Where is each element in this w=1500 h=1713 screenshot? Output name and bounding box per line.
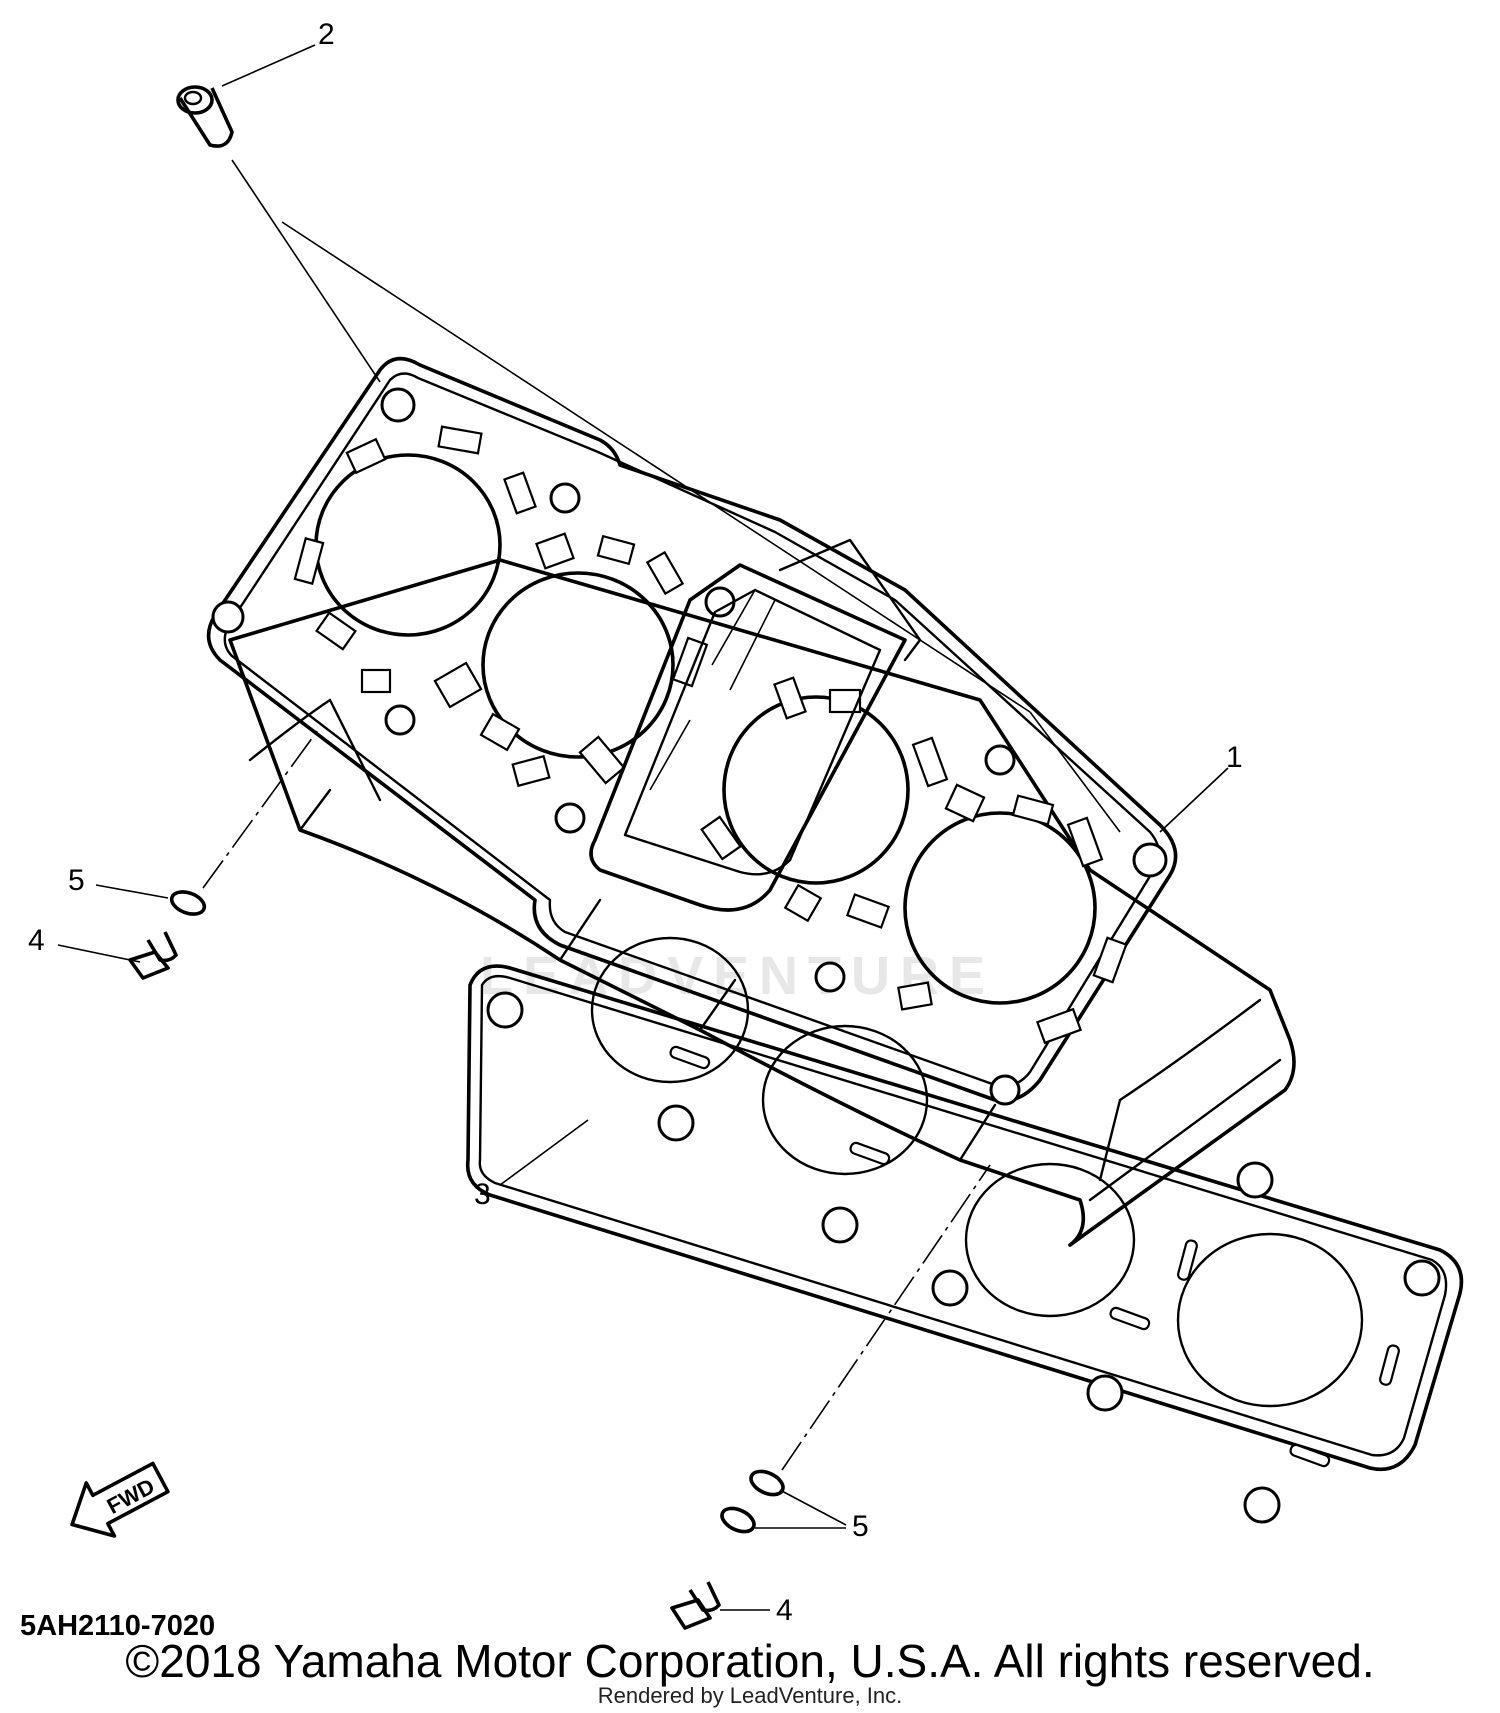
- callout-1: 1: [1226, 741, 1243, 774]
- document-code: 5AH2110-7020: [20, 1610, 216, 1642]
- rendered-by-credit: Rendered by LeadVenture, Inc.: [597, 1683, 903, 1708]
- leader-lines: [57, 44, 1229, 1611]
- gasket-bolt-holes: [486, 991, 1441, 1524]
- cylinder-block: [206, 356, 1296, 1247]
- copyright-notice: ©2018 Yamaha Motor Corporation, U.S.A. A…: [125, 1635, 1375, 1687]
- washers: [169, 890, 785, 1534]
- gasket-oil-slots: [669, 1045, 1400, 1468]
- bolts: [128, 931, 721, 1630]
- block-bolt-holes: [211, 387, 1168, 1106]
- callout-3: 3: [474, 1178, 491, 1211]
- cylinder-gasket: [465, 936, 1464, 1524]
- callout-5-left: 5: [68, 864, 85, 897]
- coolant-passages: [293, 425, 1128, 1045]
- callout-4-bottom: 4: [776, 1594, 793, 1627]
- fwd-arrow-icon: FWD: [70, 1461, 170, 1538]
- callout-5-bottom: 5: [852, 1510, 869, 1543]
- callout-2: 2: [318, 18, 335, 51]
- callout-4-left: 4: [28, 924, 45, 957]
- cylinder-bores: [314, 453, 1097, 1005]
- dowel-pin: [176, 85, 234, 148]
